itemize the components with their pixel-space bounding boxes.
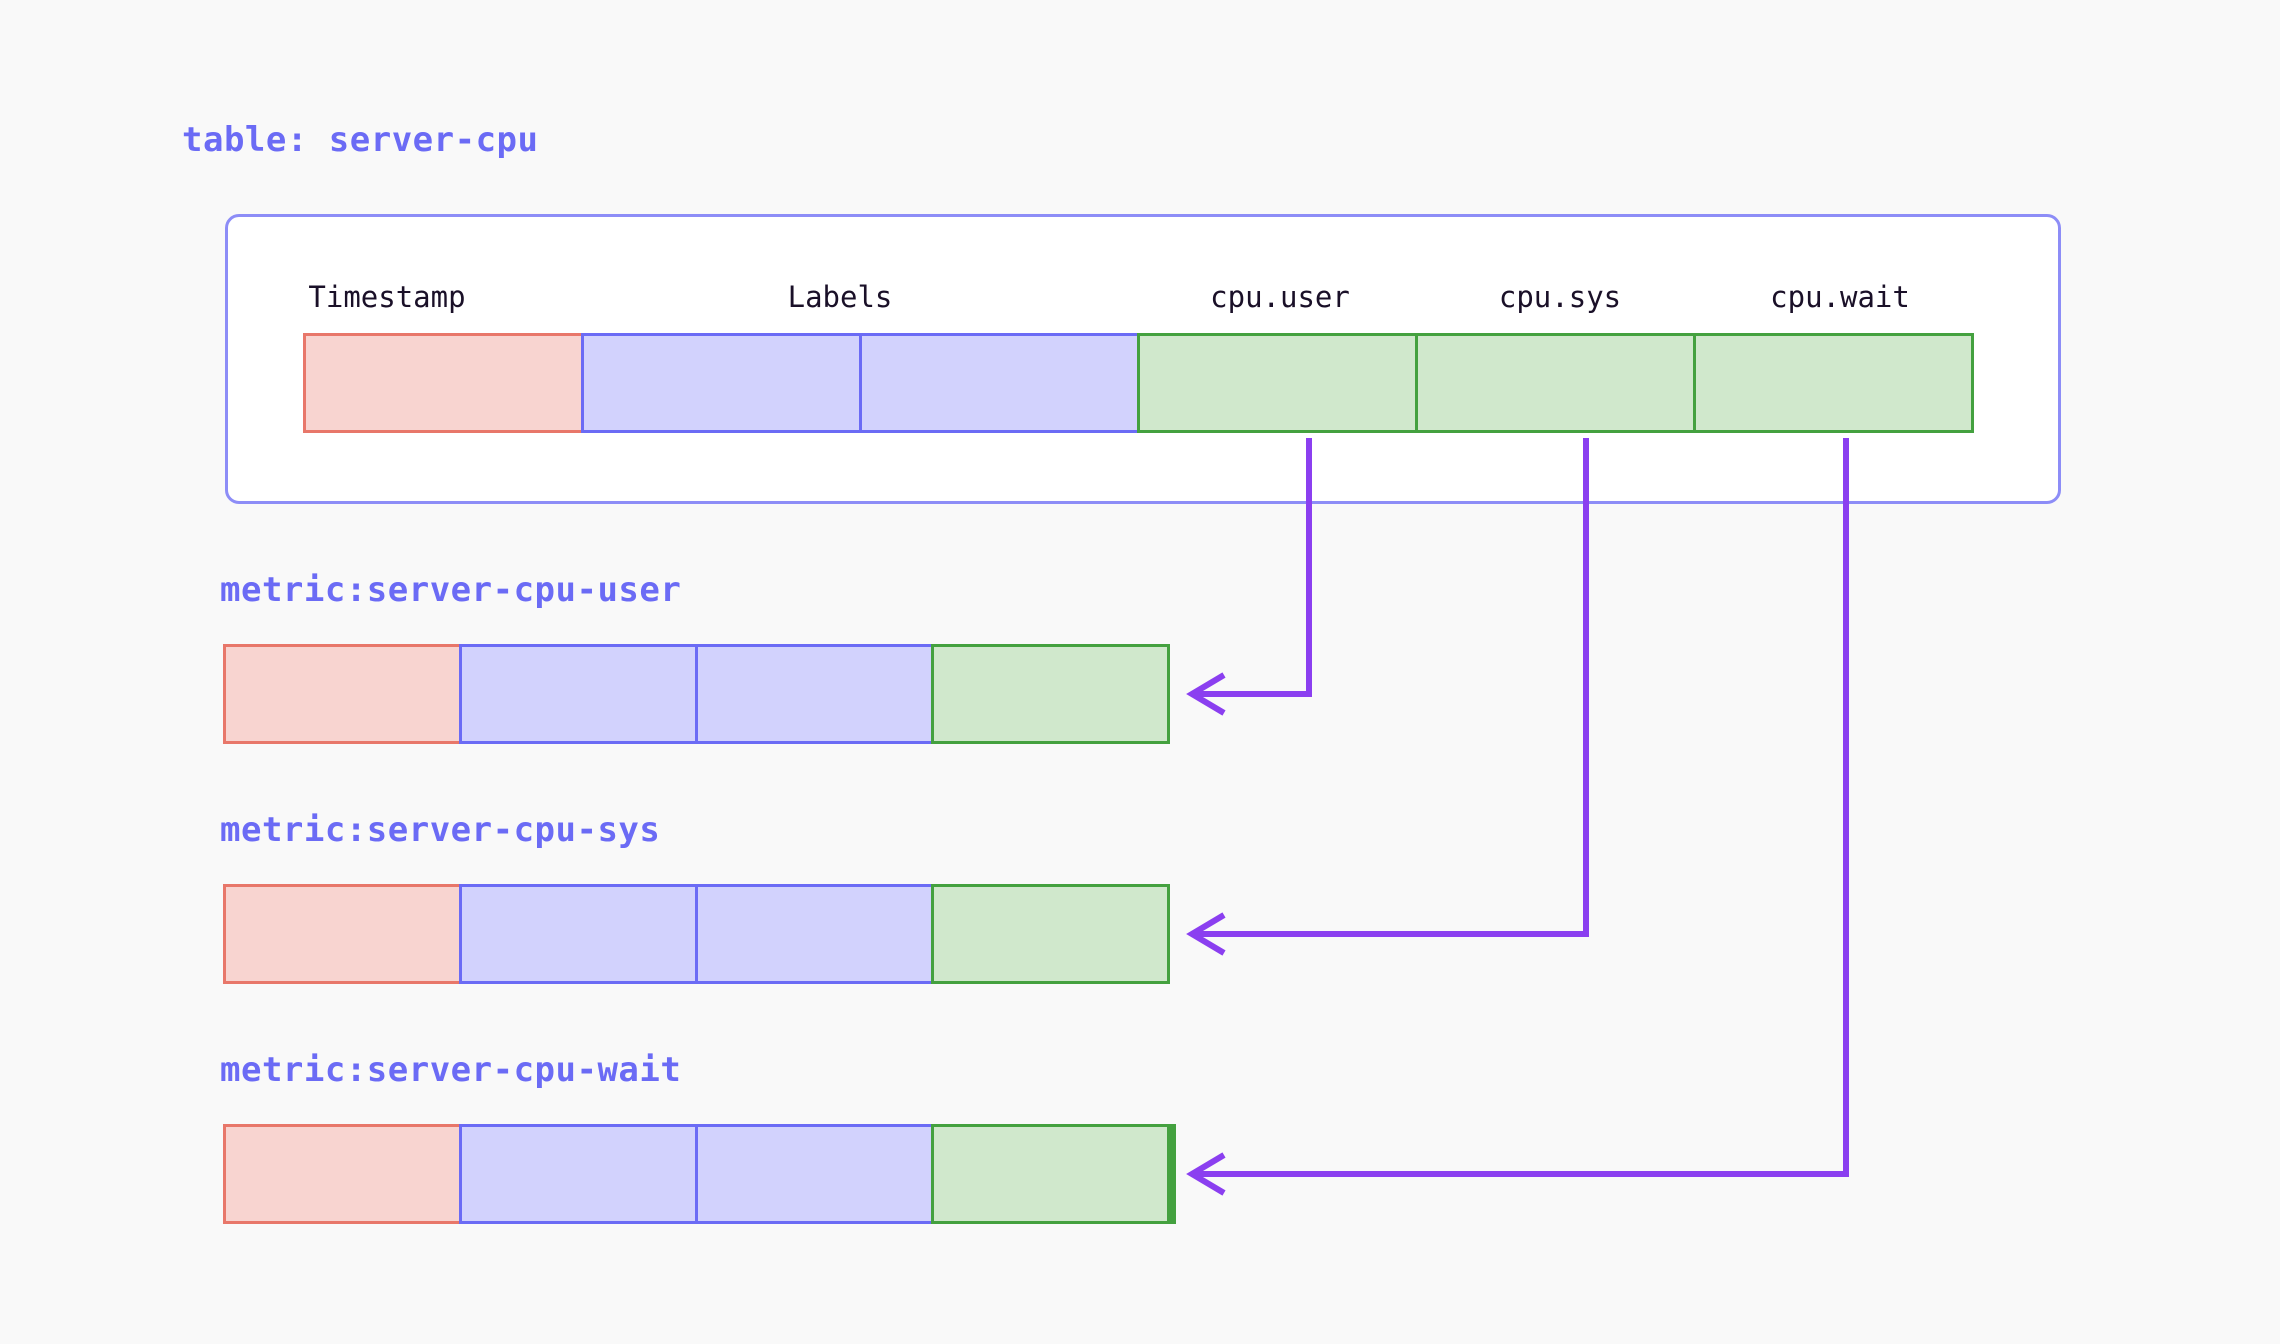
table-cell-cpu-sys — [1415, 333, 1696, 433]
metric-cell-labels-1 — [459, 884, 698, 984]
metric-cell-labels-2 — [695, 884, 934, 984]
metric-cell-value — [931, 1124, 1170, 1224]
metric-cell-labels-2 — [695, 644, 934, 744]
metric-title-server-cpu-sys: metric:server-cpu-sys — [220, 810, 661, 850]
table-cell-labels-2 — [859, 333, 1140, 433]
metric-cell-value — [931, 644, 1170, 744]
table-cell-cpu-wait — [1693, 333, 1974, 433]
metric-cell-labels-1 — [459, 1124, 698, 1224]
arrow-cpu-sys — [1186, 438, 1589, 956]
metric-cell-value-spacer — [1170, 1124, 1176, 1224]
table-cell-timestamp — [303, 333, 584, 433]
table-title: table: server-cpu — [182, 120, 539, 160]
column-header-labels: Labels — [787, 280, 893, 314]
metric-cell-value — [931, 884, 1170, 984]
metric-cell-timestamp — [223, 1124, 462, 1224]
table-cell-labels-1 — [581, 333, 862, 433]
column-header-timestamp: Timestamp — [308, 280, 466, 314]
metric-cell-timestamp — [223, 884, 462, 984]
metric-title-server-cpu-wait: metric:server-cpu-wait — [220, 1050, 682, 1090]
metric-cell-labels-2 — [695, 1124, 934, 1224]
metric-cell-labels-1 — [459, 644, 698, 744]
column-header-cpu-sys: cpu.sys — [1498, 280, 1622, 314]
column-header-cpu-wait: cpu.wait — [1770, 280, 1910, 314]
metric-cell-timestamp — [223, 644, 462, 744]
metric-title-server-cpu-user: metric:server-cpu-user — [220, 570, 682, 610]
arrow-cpu-wait — [1186, 438, 1849, 1196]
table-cell-cpu-user — [1137, 333, 1418, 433]
column-header-cpu-user: cpu.user — [1210, 280, 1350, 314]
